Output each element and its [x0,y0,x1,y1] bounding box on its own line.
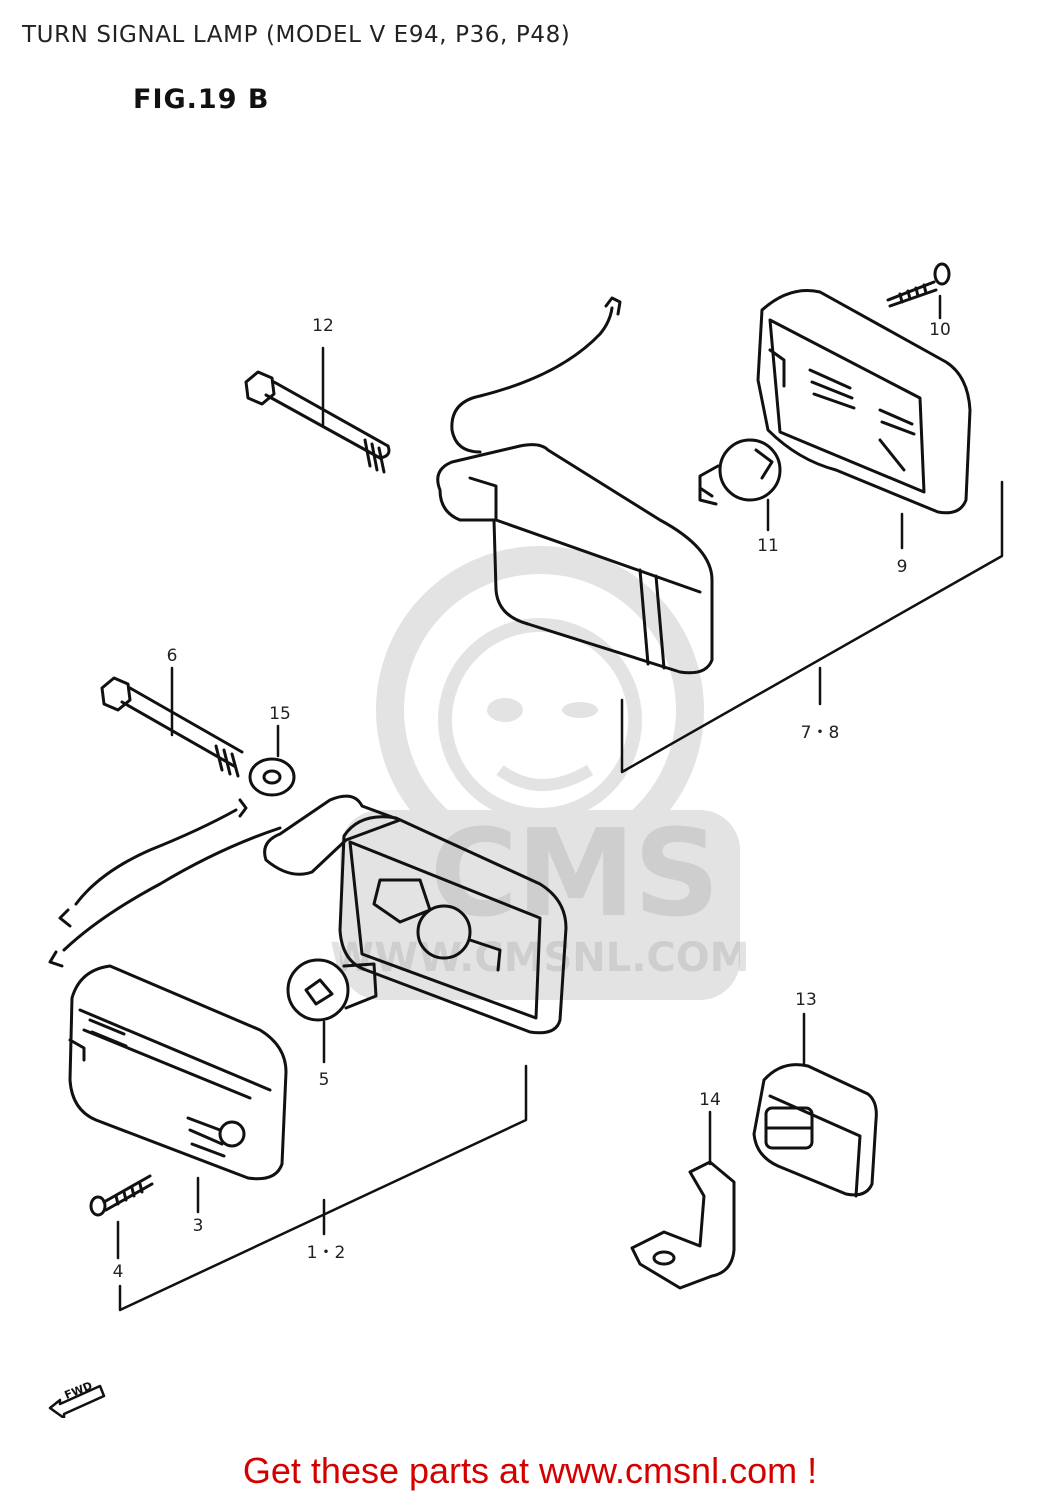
lamp-housing-lower-drawing [263,794,568,1035]
part-number-7-8: 7・8 [800,723,840,743]
part-number-5: 5 [318,1070,330,1090]
part-number-12: 12 [312,316,334,336]
part-number-4: 4 [112,1262,124,1282]
relay-13-drawing [752,1063,878,1198]
part-number-15: 15 [269,704,291,724]
get-parts-link[interactable]: Get these parts at www.cmsnl.com ! [242,1450,818,1491]
figure-label: FIG.19 B [133,84,270,115]
part-number-14: 14 [699,1090,721,1110]
bolt-12-drawing [244,370,391,474]
bracket-lower-group [118,1064,528,1312]
wire-harness-drawing [48,798,282,968]
part-number-11: 11 [757,536,779,556]
screw-4-drawing [89,1174,154,1217]
part-number-13: 13 [795,990,817,1010]
forward-arrow-icon [48,1384,106,1418]
lamp-housing-7-8-drawing [436,296,714,675]
bulb-5-drawing [286,958,378,1022]
washer-15-drawing [248,757,296,797]
part-number-3: 3 [192,1216,204,1236]
part-number-10: 10 [929,320,951,340]
part-number-1-2: 1・2 [306,1243,346,1263]
page-title: TURN SIGNAL LAMP (MODEL V E94, P36, P48) [22,22,571,48]
bulb-11-drawing [698,438,782,506]
lens-9-drawing [756,288,972,515]
watermark-brand: CMS [430,805,720,944]
part-number-6: 6 [166,646,178,666]
part-number-9: 9 [896,557,908,577]
bracket-upper-group [620,480,1004,774]
screw-10-drawing [886,262,951,308]
bracket-14-drawing [630,1160,736,1290]
lens-3-drawing [68,964,288,1181]
cms-watermark-mascot [340,546,740,1000]
bolt-6-drawing [100,676,244,778]
